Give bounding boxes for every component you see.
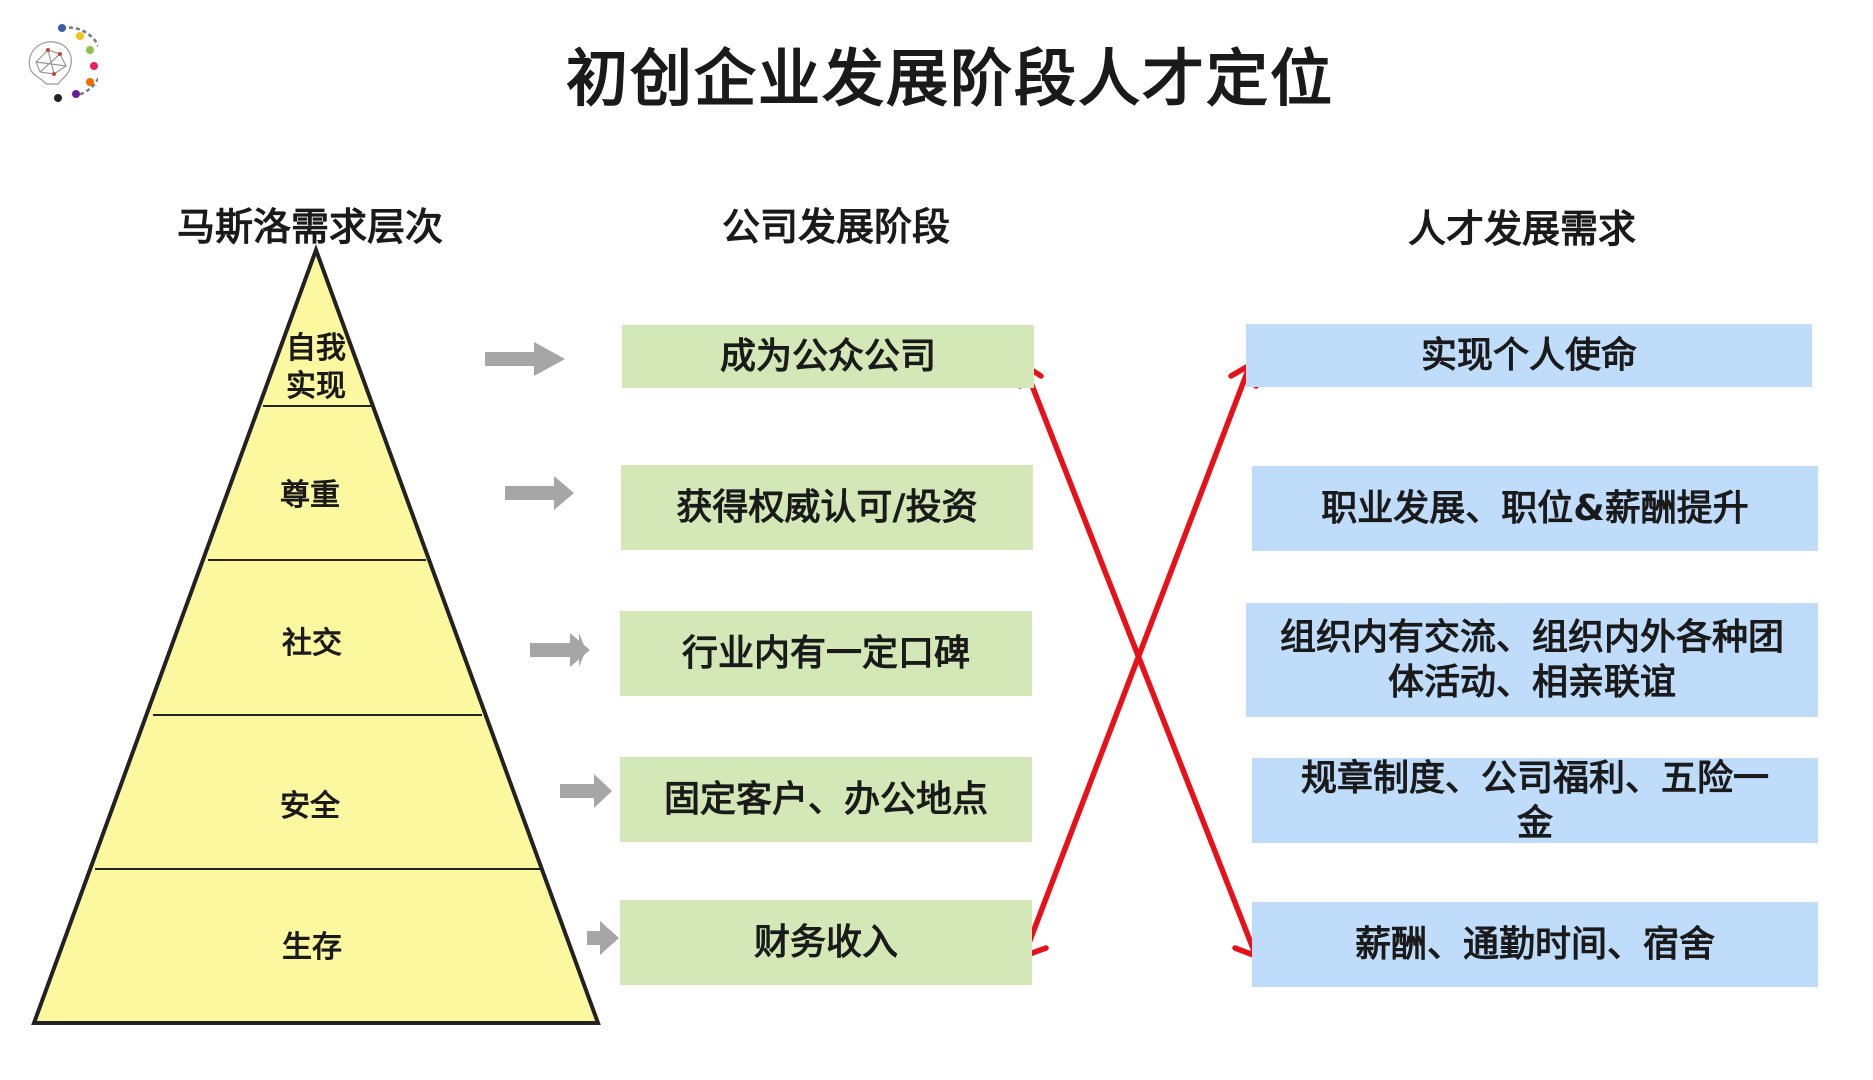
page-title: 初创企业发展阶段人才定位	[565, 42, 1334, 115]
company-column-header: 公司发展阶段	[721, 205, 950, 249]
pyramid-level-label: 自我 实现	[286, 331, 346, 404]
talent-need-label: 组织内有交流、组织内外各种团 体活动、相亲联谊	[1279, 617, 1784, 703]
talent-column-header: 人才发展需求	[1407, 207, 1636, 251]
company-stage-box: 成为公众公司	[622, 325, 1034, 388]
talent-need-box: 薪酬、通勤时间、宿舍	[1252, 902, 1818, 987]
gray-arrow-1	[485, 342, 565, 376]
pyramid-level-esteem: 尊重	[260, 470, 360, 514]
company-stage-box: 财务收入	[620, 900, 1032, 985]
gray-arrow-2	[505, 476, 574, 510]
pyramid-level-survival: 生存	[262, 922, 362, 966]
pyramid-level-safety: 安全	[260, 781, 360, 825]
company-stage-box: 获得权威认可/投资	[621, 465, 1033, 550]
talent-need-label: 规章制度、公司福利、五险一 金	[1300, 757, 1769, 844]
gray-arrow-5	[587, 921, 619, 955]
pyramid-level-self-actualization: 自我 实现	[266, 330, 366, 405]
company-stage-label: 财务收入	[753, 922, 898, 963]
maslow-column-header: 马斯洛需求层次	[176, 205, 443, 249]
maslow-pyramid	[31, 244, 601, 1025]
brain-logo-icon	[28, 24, 98, 102]
talent-need-box: 实现个人使命	[1246, 324, 1812, 387]
company-stage-label: 行业内有一定口碑	[681, 633, 970, 674]
pyramid-level-social: 社交	[262, 618, 362, 662]
talent-need-box: 组织内有交流、组织内外各种团 体活动、相亲联谊	[1246, 603, 1818, 717]
company-stage-label: 固定客户、办公地点	[663, 779, 988, 820]
pyramid-level-label: 尊重	[280, 478, 340, 513]
company-stage-label: 成为公众公司	[719, 336, 936, 377]
talent-need-box: 职业发展、职位&薪酬提升	[1252, 466, 1818, 551]
pyramid-level-label: 生存	[282, 930, 342, 965]
gray-arrow-3	[530, 633, 590, 667]
company-stage-box: 固定客户、办公地点	[620, 757, 1032, 842]
talent-need-label: 实现个人使命	[1420, 335, 1637, 376]
talent-need-box: 规章制度、公司福利、五险一 金	[1252, 757, 1818, 844]
gray-arrow-4	[560, 774, 612, 808]
talent-need-label: 薪酬、通勤时间、宿舍	[1354, 924, 1715, 965]
company-stage-label: 获得权威认可/投资	[676, 487, 978, 528]
company-stage-box: 行业内有一定口碑	[620, 611, 1032, 696]
pyramid-level-label: 社交	[282, 626, 342, 661]
talent-need-label: 职业发展、职位&薪酬提升	[1321, 488, 1749, 529]
pyramid-level-label: 安全	[280, 789, 340, 824]
